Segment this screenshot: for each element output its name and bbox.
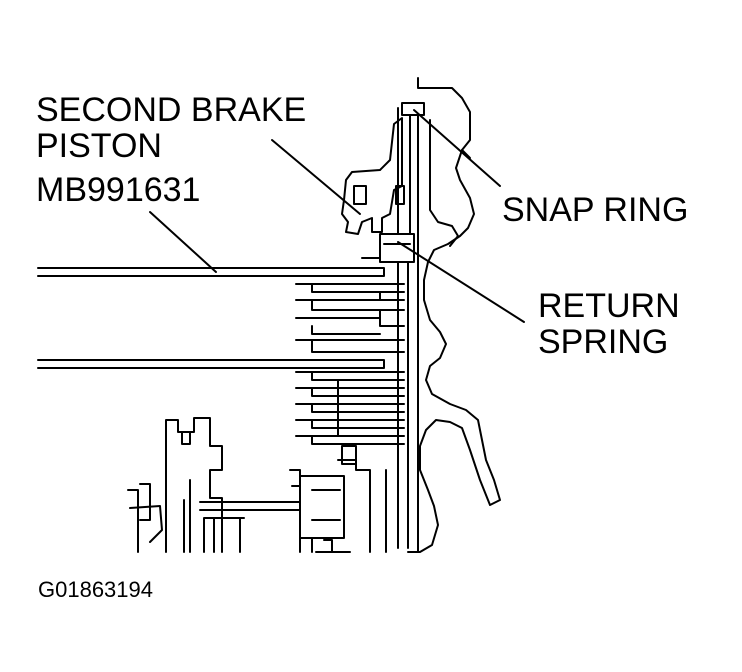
- label-return-spring-line2: SPRING: [538, 323, 669, 361]
- hub-detail-2: [183, 479, 191, 553]
- hub-assembly: [165, 417, 223, 553]
- clutch-plates-lower: [295, 371, 405, 437]
- leader-return-spring: [397, 241, 525, 323]
- leader-snap-ring: [413, 109, 501, 187]
- bearing-lower: [315, 539, 351, 553]
- clutch-plates-upper: [295, 283, 405, 353]
- housing-inner-wall: [429, 119, 459, 247]
- hub-detail-3: [139, 483, 151, 521]
- backing-plate: [311, 435, 405, 445]
- label-tool-number: MB991631: [36, 171, 201, 209]
- label-snap-ring: SNAP RING: [502, 191, 689, 229]
- tool-bar-lower: [37, 359, 385, 369]
- hub-detail-5: [129, 505, 163, 543]
- label-second-brake-piston-line1: SECOND BRAKE: [36, 91, 307, 129]
- tool-bar-upper: [37, 267, 385, 277]
- housing-right-web: [461, 149, 471, 159]
- bearing-block: [299, 475, 345, 539]
- cylinder-wall: [397, 107, 411, 549]
- housing-outline: [407, 77, 501, 553]
- leader-piston: [271, 139, 361, 215]
- retainer-block: [341, 445, 357, 465]
- second-brake-piston: [341, 117, 403, 235]
- piston-seal-left: [353, 185, 367, 205]
- figure-id: G01863194: [38, 577, 153, 602]
- hub-detail-1: [181, 431, 191, 445]
- leader-tool: [149, 211, 217, 273]
- hub-detail-4: [127, 489, 139, 553]
- snap-ring-shape: [401, 102, 425, 116]
- label-return-spring-line1: RETURN: [538, 287, 680, 325]
- piston-seal-right: [395, 185, 405, 205]
- hub-right: [337, 459, 387, 553]
- label-second-brake-piston-line2: PISTON: [36, 127, 162, 165]
- hub-shaft: [199, 501, 301, 553]
- bearing-block-inner: [311, 489, 341, 521]
